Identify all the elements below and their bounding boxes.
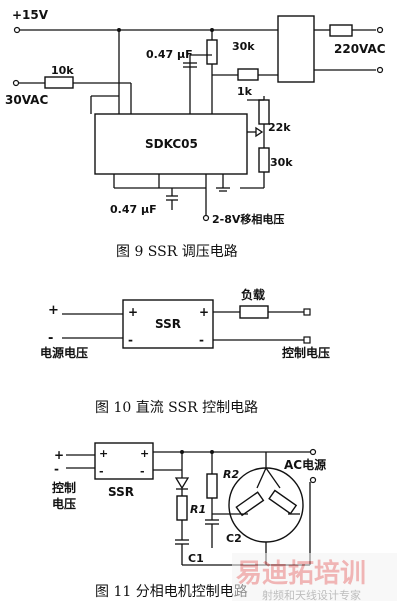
fig11-ssr-plus-left: + (99, 447, 108, 460)
fig9-ssr-voltage-regulation-circuit: +15V 30VAC 10k SDKC05 0.47 μF 30k (5, 8, 386, 260)
fig11-control-label-2: 电压 (52, 496, 76, 511)
fig10-control-terminal-1 (303, 308, 311, 316)
fig9-cap-top-label: 0.47 μF (146, 48, 193, 61)
fig9-r10k-label: 10k (51, 64, 74, 77)
fig11-ac-power-label: AC电源 (284, 457, 326, 472)
fig9-r30k-top-label: 30k (232, 40, 255, 53)
fig11-c2-label: C2 (226, 532, 242, 545)
fig11-ac-terminal-2 (309, 476, 317, 484)
fig9-r1k-label: 1k (237, 85, 253, 98)
fig10-power-label: 电源电压 (40, 345, 88, 360)
fig9-cap-bottom-label: 0.47 μF (110, 203, 157, 216)
fig9-ssr-box (277, 15, 315, 83)
fig9-plus15v-terminal (13, 26, 21, 34)
fig9-30vac-label: 30VAC (5, 93, 48, 107)
fig9-resistor-30k-top (206, 39, 218, 65)
watermark-bg (232, 553, 397, 601)
fig10-dc-ssr-control-circuit: + - 电源电压 + - + - SSR 负载 控制电压 图 10 直流 SSR… (40, 287, 330, 416)
fig11-ssr-minus-right: - (140, 465, 145, 478)
fig11-ssr-minus-left: - (99, 465, 104, 478)
fig9-phase-voltage-label: 2-8V移相电压 (212, 212, 284, 226)
fig9-220vac-label: 220VAC (334, 42, 386, 56)
fig10-ssr-minus-right: - (199, 333, 204, 347)
watermark-sub: 射频和天线设计专家 (262, 588, 361, 602)
fig11-motor-winding-2 (268, 489, 298, 515)
fig10-load-label: 负载 (241, 287, 265, 302)
fig9-sdkc05-chip (94, 113, 248, 175)
fig10-ssr-plus-left: + (128, 305, 138, 319)
fig10-load-resistor (239, 305, 269, 319)
fig11-control-label-1: 控制 (52, 480, 76, 495)
fig9-220vac-terminal-1 (376, 26, 384, 34)
watermark-brand: 易迪拓培训 (236, 559, 366, 589)
fig11-resistor-r1 (176, 495, 188, 521)
fig10-control-terminal-2 (303, 336, 311, 344)
fig9-caption: 图 9 SSR 调压电路 (116, 244, 238, 260)
fig11-ctrl-plus: + (54, 448, 64, 462)
fig9-chip-label: SDKC05 (145, 137, 198, 151)
fig11-resistor-r2 (206, 473, 218, 499)
fig11-c1-label: C1 (188, 552, 204, 565)
fig11-r1-label: R1 (190, 503, 206, 516)
fig10-caption: 图 10 直流 SSR 控制电路 (95, 399, 258, 416)
fig9-r30k-right-label: 30k (270, 156, 293, 169)
fig9-resistor-1k (237, 68, 259, 81)
fig9-load-resistor (329, 24, 353, 37)
fig9-plus15v-label: +15V (12, 8, 49, 22)
fig10-ssr-minus-left: - (128, 333, 133, 347)
fig10-ssr-box (122, 299, 214, 349)
fig11-ssr-label: SSR (108, 485, 134, 499)
fig9-30vac-terminal (12, 79, 20, 87)
fig9-resistor-30k-right (258, 147, 270, 173)
fig11-r2-label: R2 (223, 468, 239, 481)
fig11-ctrl-minus: - (54, 462, 59, 476)
fig11-ssr-plus-right: + (140, 447, 149, 460)
fig9-phase-voltage-terminal (202, 214, 210, 222)
fig10-control-label: 控制电压 (282, 345, 330, 360)
fig11-ssr-box (94, 442, 154, 480)
watermark: 易迪拓培训 射频和天线设计专家 (232, 553, 397, 602)
fig11-split-phase-motor-control-circuit: + - 控制 电压 + - + - SSR AC电源 R1 C1 R2 (52, 442, 326, 600)
fig10-power-minus: - (48, 331, 53, 346)
fig11-caption: 图 11 分相电机控制电路 (95, 584, 248, 600)
fig10-ssr-plus-right: + (199, 305, 209, 319)
fig11-diode (174, 477, 190, 490)
fig9-resistor-10k (44, 76, 74, 89)
fig10-power-plus: + (48, 303, 59, 318)
fig10-ssr-label: SSR (155, 317, 181, 331)
fig11-ac-terminal-1 (309, 448, 317, 456)
fig9-220vac-terminal-2 (376, 66, 384, 74)
fig9-r22k-label: 22k (268, 121, 291, 134)
fig11-motor-winding-1 (235, 491, 265, 517)
